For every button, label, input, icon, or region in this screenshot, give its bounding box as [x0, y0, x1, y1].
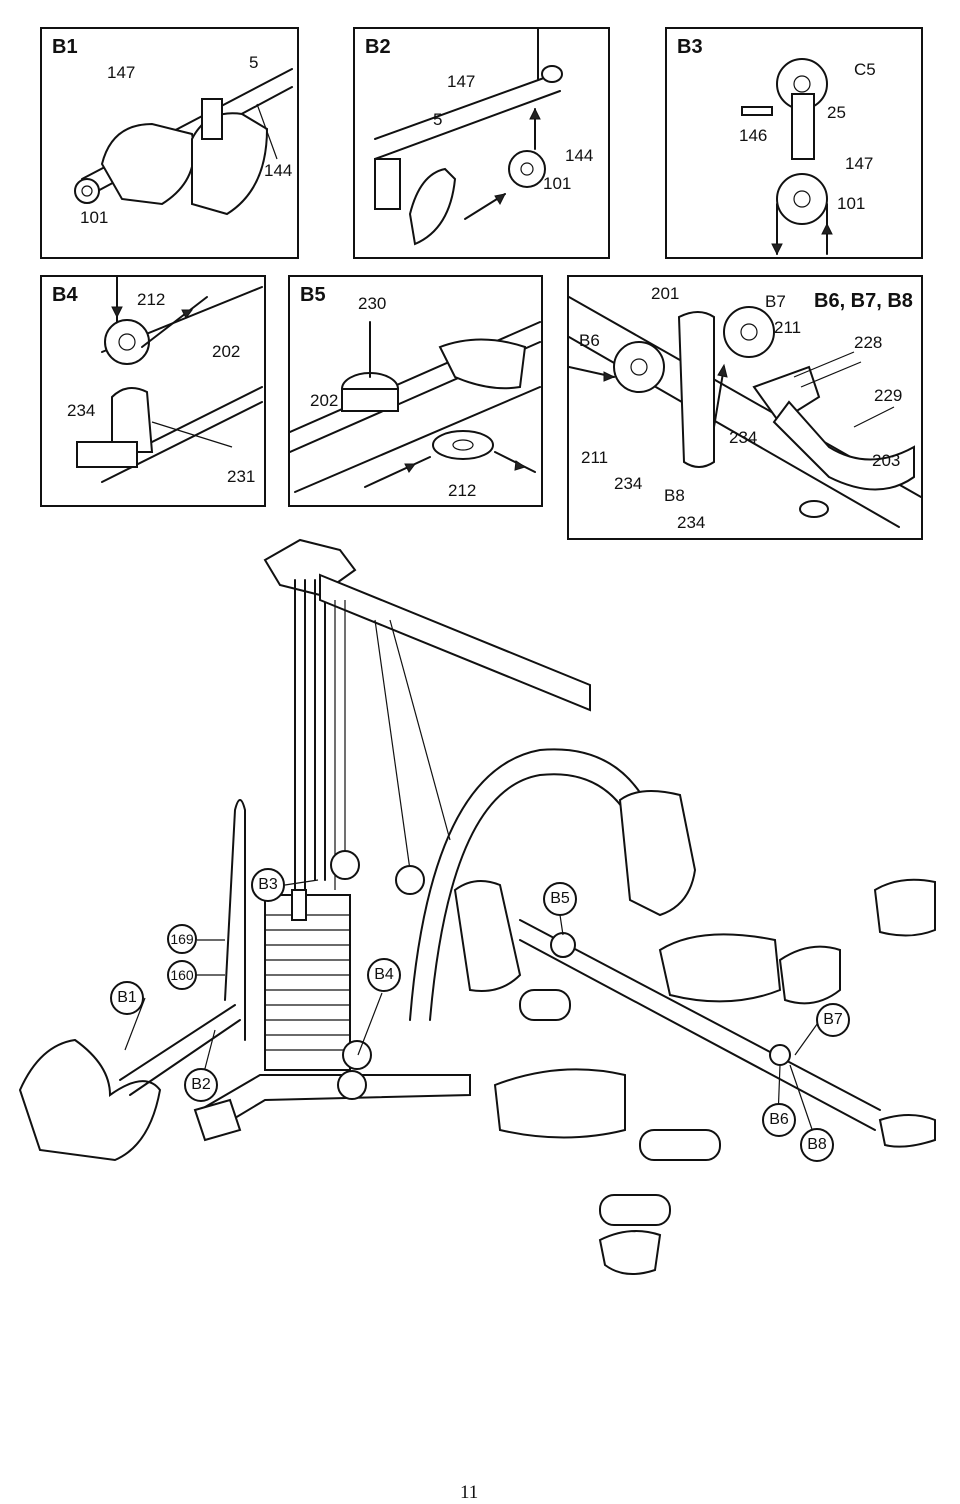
b2-label-101: 101	[543, 174, 572, 193]
top-beam	[319, 573, 591, 712]
b678-label-201: 201	[651, 284, 680, 303]
callout-b8: B8	[800, 1128, 834, 1162]
panel-b1: B1 147 5 144 101	[40, 27, 299, 259]
b4-label-212: 212	[137, 290, 166, 309]
b4-label-234: 234	[67, 401, 96, 420]
b678-label-211-top: 211	[774, 318, 802, 337]
b3-label-25: 25	[827, 103, 846, 122]
panel-b4: B4 212 202 234 231	[40, 275, 266, 507]
back-pad	[618, 790, 697, 917]
b678-label-234-low: 234	[614, 474, 643, 493]
b2-title: B2	[365, 36, 391, 58]
callout-b2: B2	[184, 1068, 218, 1102]
callout-part-160: 160	[167, 960, 197, 990]
b1-label-144: 144	[264, 161, 293, 180]
b3-label-146: 146	[739, 126, 768, 145]
b4-title: B4	[52, 284, 78, 306]
b4-label-231: 231	[227, 467, 256, 486]
b678-label-234-mid: 234	[729, 428, 758, 447]
front-seat	[493, 1068, 626, 1139]
b4-drawing	[76, 277, 263, 483]
weight-stack	[264, 894, 351, 1071]
b678-label-234-bottom: 234	[677, 513, 706, 532]
b4-label-202: 202	[212, 342, 241, 361]
b2-label-147: 147	[447, 72, 476, 91]
front-back-pad	[453, 880, 522, 992]
b5-drawing	[290, 321, 541, 493]
b2-drawing	[374, 29, 563, 246]
b678-title: B6, B7, B8	[814, 290, 913, 312]
b3-label-147: 147	[845, 154, 874, 173]
b1-drawing	[74, 68, 293, 216]
b5-label-202: 202	[310, 391, 339, 410]
b1-label-147: 147	[107, 63, 136, 82]
b678-label-228: 228	[854, 333, 883, 352]
foot-plate	[18, 1038, 162, 1162]
b1-title: B1	[52, 36, 78, 58]
b2-label-5: 5	[433, 110, 443, 129]
base-frame	[198, 1074, 471, 1132]
b678-drawing	[569, 296, 921, 528]
b3-label-c5: C5	[854, 60, 876, 79]
panel-b3: B3 C5 146 25 147 101	[665, 27, 923, 259]
b678-label-203: 203	[872, 451, 901, 470]
callout-b6: B6	[762, 1103, 796, 1137]
callout-part-169: 169	[167, 924, 197, 954]
b3-drawing	[741, 58, 833, 256]
seat	[658, 933, 782, 1003]
b678-label-b6: B6	[579, 331, 600, 350]
b1-label-5: 5	[249, 53, 259, 72]
b678-label-b8: B8	[664, 486, 685, 505]
panel-b5: B5 230 202 212	[288, 275, 543, 507]
b678-label-229: 229	[874, 386, 903, 405]
page-number: 11	[460, 1482, 479, 1503]
right-leg-pad	[873, 878, 936, 937]
callout-b1: B1	[110, 981, 144, 1015]
b5-title: B5	[300, 284, 326, 306]
callout-b4: B4	[367, 958, 401, 992]
b678-label-b7: B7	[765, 292, 786, 311]
b1-label-101: 101	[80, 208, 109, 227]
home-gym-assembly-drawing	[18, 538, 936, 1275]
b5-label-230: 230	[358, 294, 387, 313]
b3-title: B3	[677, 36, 703, 58]
b3-label-101: 101	[837, 194, 866, 213]
callout-b5: B5	[543, 882, 577, 916]
b5-label-212: 212	[448, 481, 477, 500]
callout-b7: B7	[816, 1003, 850, 1037]
b2-label-144: 144	[565, 146, 594, 165]
panel-b2: B2 147 5 144 101	[353, 27, 610, 259]
b678-label-211-bottom: 211	[581, 448, 609, 467]
panel-b6-b7-b8: B6, B7, B8 201 B7 B6 211 228 229 234 211…	[567, 275, 923, 540]
callout-b3: B3	[251, 868, 285, 902]
